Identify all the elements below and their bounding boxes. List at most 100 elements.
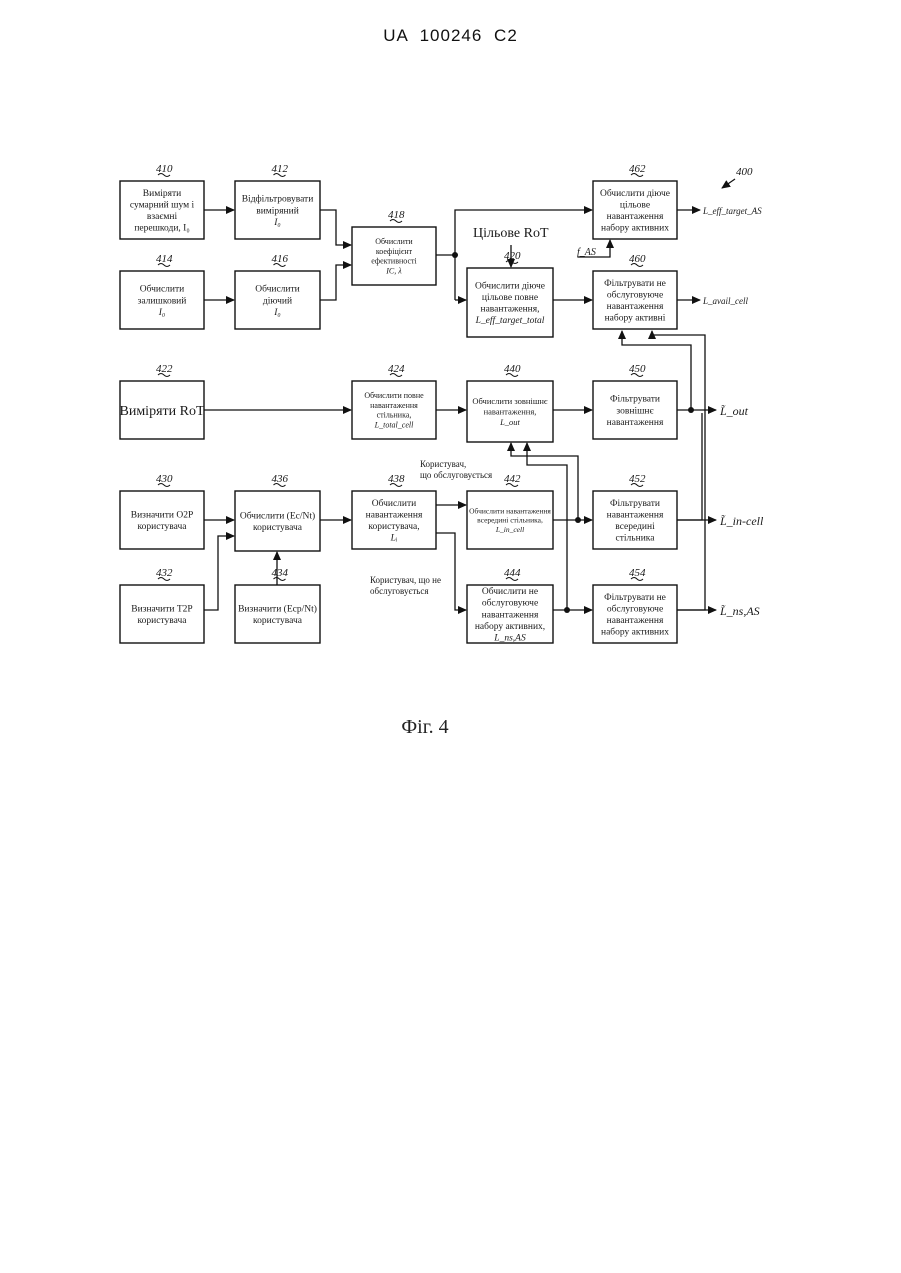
block-460: 460Фільтрувати необслуговуюченавантаженн… xyxy=(593,253,677,329)
block-label-line: взаємні xyxy=(147,212,178,222)
block-label-line: L_total_cell xyxy=(374,420,414,429)
block-label: Фільтрувати необслуговуюченавантаженняна… xyxy=(601,593,669,638)
figure-ref-number: 400 xyxy=(736,166,753,178)
block-452: 452Фільтруватинавантаженнявсерединістіль… xyxy=(593,473,677,549)
block-430: 430Визначити O2Pкористувача xyxy=(120,473,204,549)
block-label-line: L_ns,AS xyxy=(493,634,526,644)
output-out: L̃_out xyxy=(719,404,749,418)
block-label-line: L_eff_target_total xyxy=(475,315,545,326)
block-number: 410 xyxy=(156,163,173,175)
block-label-line: всередині xyxy=(615,522,655,532)
block-label-line: набору активних xyxy=(601,223,669,234)
block-label: Виміряти RoT xyxy=(119,404,204,419)
block-450: 450Фільтруватизовнішнєнавантаження xyxy=(593,363,677,439)
block-label-line: сумарний шум і xyxy=(130,200,195,211)
block-label-line: навантаження xyxy=(607,511,664,521)
block-label-line: набору активні xyxy=(605,313,666,324)
block-number: 432 xyxy=(156,567,173,579)
block-label-line: IC, λ xyxy=(385,266,402,275)
block-number: 434 xyxy=(272,567,289,579)
block-label-line: Фільтрувати не xyxy=(604,279,666,289)
block-number: 430 xyxy=(156,473,173,485)
block-label-line: Обчислити зовнішнє xyxy=(472,396,547,406)
block-label-line: Фільтрувати xyxy=(610,499,660,509)
block-label-line: I₀ xyxy=(273,218,280,228)
block-label: Фільтрувати необслуговуюченавантаженняна… xyxy=(604,279,666,324)
figure-caption: Фіг. 4 xyxy=(0,716,850,739)
block-number: 414 xyxy=(156,253,173,265)
output-ns-as: L̃_ns,AS xyxy=(719,604,760,618)
block-label-line: користувача xyxy=(138,616,188,626)
block-label-line: цільове повне xyxy=(482,293,538,303)
block-label-line: Визначити O2P xyxy=(131,511,193,521)
block-number: 420 xyxy=(504,250,521,262)
block-label-line: всередині стільника, xyxy=(477,516,543,525)
served-user-label: Користувач, що обслуговується xyxy=(420,459,492,480)
block-label-line: навантаження xyxy=(607,212,664,222)
block-label-line: навантаження xyxy=(370,401,418,410)
block-label-line: Фільтрувати не xyxy=(604,593,666,603)
block-label-line: Виміряти xyxy=(143,189,181,199)
block-label: Визначити O2Pкористувача xyxy=(131,511,193,533)
block-label-line: Обчислити навантаження xyxy=(469,506,551,515)
block-label: Визначити T2Pкористувача xyxy=(131,605,192,627)
block-number: 424 xyxy=(388,363,405,375)
block-label-line: перешкоди, I₀ xyxy=(134,224,189,234)
block-422: 422Виміряти RoT xyxy=(119,363,204,439)
block-label-line: Фільтрувати xyxy=(610,395,660,405)
block-label-line: Обчислити діюче xyxy=(475,280,545,291)
f-as-label: f_AS xyxy=(577,247,596,258)
block-number: 460 xyxy=(629,253,646,265)
nonserved-user-label: Користувач, що не обслуговується xyxy=(370,575,443,596)
block-label-line: L_in_cell xyxy=(495,525,524,534)
block-number: 436 xyxy=(272,473,289,485)
block-440: 440Обчислити зовнішнєнавантаження,L_out xyxy=(467,363,553,442)
block-label-line: навантаження xyxy=(366,511,423,521)
block-label-line: Відфільтровувати xyxy=(242,194,314,205)
block-label-line: набору активних, xyxy=(475,621,545,632)
block-label-line: залишковий xyxy=(138,295,187,306)
block-label-line: користувача xyxy=(138,522,188,532)
block-label-line: навантаження, xyxy=(480,305,539,315)
block-label-line: Обчислити (Ec/Nt) xyxy=(240,511,315,522)
block-label-line: Обчислити не xyxy=(482,586,538,597)
block-label-line: стільника, xyxy=(377,411,412,420)
block-label-line: Обчислити xyxy=(255,284,299,295)
block-number: 440 xyxy=(504,363,521,375)
block-label-line: навантаження xyxy=(607,616,664,626)
block-412: 412ВідфільтровувативимірянийI₀ xyxy=(235,163,320,239)
block-label-line: I₀ xyxy=(273,308,280,318)
target-rot-label: Цільове RoT xyxy=(473,226,549,241)
block-414: 414ОбчислитизалишковийI₀ xyxy=(120,253,204,329)
block-label-line: Lᵢ xyxy=(390,534,398,544)
block-label-line: обслуговуюче xyxy=(607,604,663,615)
block-label-line: діючий xyxy=(263,295,292,306)
block-442: 442Обчислити навантаженнявсередині стіль… xyxy=(467,473,553,549)
block-444: 444Обчислити необслуговуюченавантаженнян… xyxy=(467,567,553,644)
output-in-cell: L̃_in-cell xyxy=(719,514,764,528)
block-label-line: L_out xyxy=(499,417,520,427)
block-416: 416ОбчислитидіючийI₀ xyxy=(235,253,320,329)
block-label-line: користувача, xyxy=(368,522,419,532)
block-454: 454Фільтрувати необслуговуюченавантаженн… xyxy=(593,567,677,643)
block-label-line: навантаження xyxy=(607,302,664,312)
block-label-line: Виміряти RoT xyxy=(119,404,204,419)
block-number: 418 xyxy=(388,209,405,221)
block-number: 444 xyxy=(504,567,521,579)
block-420: 420Обчислити діюче цільове повне навантаже… xyxy=(467,250,553,337)
block-label-line: навантаження, xyxy=(484,406,537,416)
block-label-line: Визначити (Ecp/Nt) xyxy=(238,604,317,615)
block-number: 416 xyxy=(272,253,289,265)
block-number: 442 xyxy=(504,473,521,485)
block-label-line: Обчислити xyxy=(375,237,413,246)
block-label-line: навантаження xyxy=(482,610,539,620)
block-label-line: Обчислити xyxy=(372,498,416,509)
block-410: 410Вимірятисумарний шум івзаємні перешкод… xyxy=(120,163,204,239)
block-number: 422 xyxy=(156,363,173,375)
block-462: 462Обчислити діючецільовенавантаженнянаб… xyxy=(593,163,677,239)
block-label-line: ефективності xyxy=(371,257,417,266)
block-label-line: користувача xyxy=(253,523,303,533)
block-number: 452 xyxy=(629,473,646,485)
block-label-line: Обчислити повне xyxy=(364,391,424,400)
